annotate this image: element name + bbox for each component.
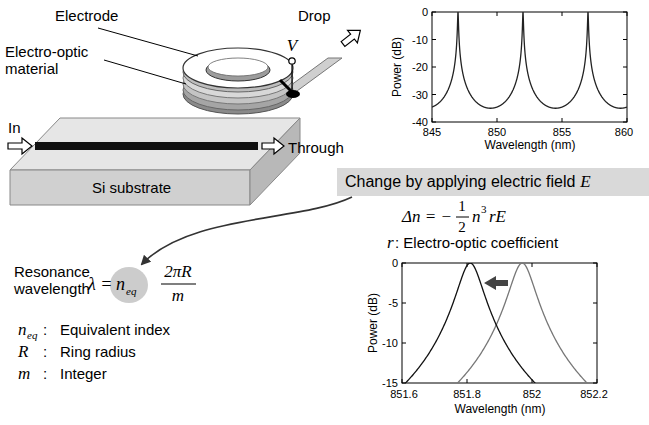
axis-tick: 0 [392,257,398,270]
definition: : [43,343,47,360]
ring-electrode [183,48,293,88]
axis-tick: 852.2 [580,388,608,401]
axis-tick: 845 [423,126,441,139]
definition: : Electro-optic coefficient [395,234,558,251]
equation-part: 1 [458,198,466,215]
axis-tick: -20 [412,61,428,74]
axis-tick: 0 [422,6,428,19]
definition: Integer [60,365,107,382]
plot-frame [402,263,597,383]
pointer-arrow [142,197,352,264]
axis-title: Wavelength (nm) [455,403,546,417]
equation-part: rE [489,207,506,227]
symbol: eq [27,329,37,342]
spectrum-curve [402,263,597,383]
port-label: Through [288,139,344,156]
equation-part: 3 [481,203,487,216]
axis-tick: -30 [412,88,428,101]
axis-tick: -10 [382,337,398,350]
axis-title: Wavelength (nm) [485,139,576,153]
equation-part: n [472,207,481,227]
part-label: Si substrate [92,179,171,196]
symbol: R [18,342,28,362]
spectrum-curve [432,12,627,108]
substrate-front [10,170,250,205]
substrate-side [250,118,300,205]
axis-tick: 860 [615,126,633,139]
axis-tick: 850 [488,126,506,139]
terminal [289,58,295,64]
symbol: m [18,364,30,384]
axis-tick: -5 [388,297,398,310]
axis-tick: 851.6 [390,388,418,401]
axis-title: Power (dB) [391,37,405,97]
definition: Ring radius [60,343,136,360]
leader-line [98,28,198,56]
highlight-circle [110,267,148,303]
substrate-top [10,118,300,170]
contact-pad [286,90,300,98]
terminal-label: V [287,36,297,56]
definition: : [43,365,47,382]
port-label: Drop [298,7,331,24]
axis-tick: 852 [523,388,541,401]
bus-waveguide [35,142,258,150]
axis-title: Power (dB) [367,293,381,353]
equation-part: λ = [88,274,112,295]
band-text: Change by applying electric field [345,173,575,190]
symbol: n [18,320,27,340]
shift-arrow [484,276,508,290]
part-label: Electrode [55,7,118,24]
axis-tick: -10 [412,33,428,46]
port-label: In [8,119,21,136]
equation-part: n [116,274,125,295]
part-label: Electro-optic material [5,43,117,78]
symbol: E [580,172,590,191]
equation-part: m [172,286,184,306]
definition: : [43,321,47,338]
equation-label: Resonance wavelength [14,263,94,298]
equation-part: 2 [458,219,466,236]
definition: Equivalent index [60,321,170,338]
axis-tick: -15 [382,377,398,390]
spectrum-curve [402,263,597,383]
equation-part: 2πR [164,262,191,282]
plot-frame [432,12,627,122]
axis-tick: 855 [553,126,571,139]
equation-part: eq [126,285,136,298]
axis-tick: 851.8 [453,388,481,401]
symbol: r [387,233,394,253]
highlight-band: Change by applying electric field E [337,168,649,196]
leader-line [104,60,186,84]
equation-part: Δn = − [402,207,452,227]
